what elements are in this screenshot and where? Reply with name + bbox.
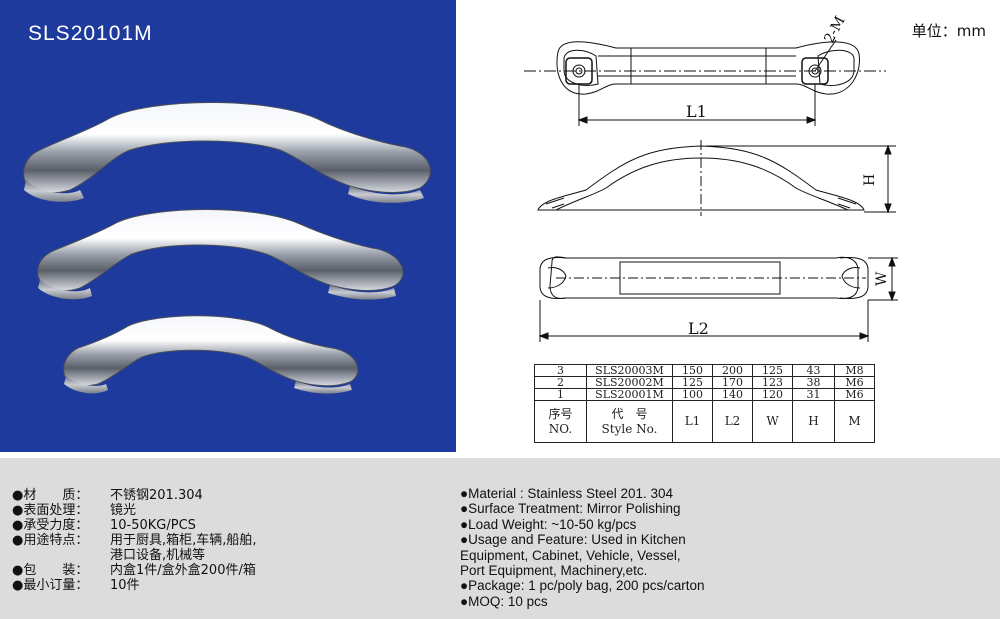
info-cn-value: 港口设备,机械等 bbox=[110, 548, 206, 563]
info-en-line: ●Surface Treatment: Mirror Polishing bbox=[460, 501, 681, 517]
info-cn-row: ●材 质： 不锈钢201.304 bbox=[12, 488, 257, 503]
table-cell: 123 bbox=[752, 376, 793, 389]
header-l1: L1 bbox=[672, 400, 713, 443]
table-cell: SLS20003M bbox=[586, 364, 673, 377]
table-cell: 3 bbox=[534, 364, 587, 377]
info-en-line: ●Material : Stainless Steel 201. 304 bbox=[460, 486, 674, 501]
info-cn-row: ●用途特点： 用于厨具,箱柜,车辆,船舶, bbox=[12, 533, 257, 548]
table-cell: 31 bbox=[792, 388, 835, 401]
info-cn-key: ●用途特点： bbox=[12, 533, 89, 548]
header-style-cn: 代 号 bbox=[611, 406, 648, 421]
info-cn-value: 镜光 bbox=[110, 503, 137, 518]
table-cell: 38 bbox=[792, 376, 835, 389]
header-l2: L2 bbox=[712, 400, 753, 443]
info-cn-value: 内盒1件/盒外盒200件/箱 bbox=[110, 563, 256, 578]
info-cn-key: ●最小订量： bbox=[12, 578, 89, 593]
info-cn-key: ●包 装： bbox=[12, 563, 89, 578]
info-cn-row: 港口设备,机械等 bbox=[12, 548, 257, 563]
technical-drawing-panel: 单位：mm bbox=[456, 0, 1000, 452]
top-view-drawing bbox=[524, 39, 886, 126]
header-m: M bbox=[834, 400, 875, 443]
bottom-view-drawing bbox=[538, 256, 898, 342]
info-en-line: Port Equipment, Machinery,etc. bbox=[460, 563, 648, 579]
product-info-panel: ●材 质： 不锈钢201.304 ●表面处理： 镜光 ●承受力度： 10-50KG/P… bbox=[0, 458, 1000, 619]
info-cn-key bbox=[12, 548, 110, 563]
info-en-line: Equipment, Cabinet, Vehicle, Vessel, bbox=[460, 547, 681, 563]
header-w: W bbox=[752, 400, 793, 443]
table-row: 2 SLS20002M 125 170 123 38 M6 bbox=[534, 376, 875, 389]
table-row: 1 SLS20001M 100 140 120 31 M6 bbox=[534, 388, 875, 401]
info-cn-row: ●表面处理： 镜光 bbox=[12, 503, 257, 518]
info-cn-row: ●承受力度： 10-50KG/PCS bbox=[12, 518, 257, 533]
handle-small bbox=[63, 315, 359, 394]
info-en-line: ●Load Weight: ~10-50 kg/pcs bbox=[460, 516, 637, 532]
model-code-title: SLS20101M bbox=[28, 22, 153, 45]
thread-label: 2-M bbox=[821, 14, 848, 46]
header-h: H bbox=[792, 400, 835, 443]
header-index-cn: 序号 bbox=[548, 406, 573, 421]
info-cn-value: 不锈钢201.304 bbox=[110, 488, 203, 503]
table-cell: 120 bbox=[752, 388, 793, 401]
table-cell: 140 bbox=[712, 388, 753, 401]
table-cell: 125 bbox=[752, 364, 793, 377]
info-en-line: ●MOQ: 10 pcs bbox=[460, 593, 548, 609]
table-cell: SLS20002M bbox=[586, 376, 673, 389]
table-cell: 150 bbox=[672, 364, 713, 377]
table-cell: M8 bbox=[834, 364, 875, 377]
info-cn-key: ●承受力度： bbox=[12, 518, 89, 533]
table-cell: 43 bbox=[792, 364, 835, 377]
handle-medium bbox=[37, 209, 404, 300]
info-cn-row: ●最小订量： 10件 bbox=[12, 578, 257, 593]
info-cn-value: 用于厨具,箱柜,车辆,船舶, bbox=[110, 533, 257, 548]
table-cell: 200 bbox=[712, 364, 753, 377]
side-view-drawing bbox=[537, 140, 896, 216]
header-style-en: Style No. bbox=[601, 421, 658, 436]
info-cn-value: 10-50KG/PCS bbox=[110, 518, 196, 533]
table-cell: M6 bbox=[834, 376, 875, 389]
table-row: 3 SLS20003M 150 200 125 43 M8 bbox=[534, 364, 875, 377]
dim-h-label: H bbox=[862, 174, 878, 186]
handles-photo bbox=[23, 102, 431, 394]
spec-table: 3 SLS20003M 150 200 125 43 M8 2 SLS20002… bbox=[534, 364, 875, 443]
info-cn-key: ●材 质： bbox=[12, 488, 89, 503]
info-cn-row: ●包 装： 内盒1件/盒外盒200件/箱 bbox=[12, 563, 257, 578]
unit-label: 单位：mm bbox=[911, 22, 986, 40]
table-cell: 100 bbox=[672, 388, 713, 401]
header-index-en: NO. bbox=[548, 421, 573, 436]
table-cell: 2 bbox=[534, 376, 587, 389]
technical-drawing: 2-M L1 H L2 W bbox=[524, 14, 898, 342]
info-english: ●Material : Stainless Steel 201. 304 ●Su… bbox=[460, 486, 705, 609]
table-cell: 125 bbox=[672, 376, 713, 389]
info-cn-value: 10件 bbox=[110, 578, 140, 593]
handle-large bbox=[23, 102, 431, 203]
info-en-line: ●Usage and Feature: Used in Kitchen bbox=[460, 532, 686, 548]
table-cell: M6 bbox=[834, 388, 875, 401]
info-chinese: ●材 质： 不锈钢201.304 ●表面处理： 镜光 ●承受力度： 10-50KG/P… bbox=[12, 488, 257, 593]
table-cell: SLS20001M bbox=[586, 388, 673, 401]
dim-l1-label: L1 bbox=[686, 102, 707, 121]
table-cell: 1 bbox=[534, 388, 587, 401]
dim-l2-label: L2 bbox=[688, 319, 709, 338]
dim-w-label: W bbox=[874, 271, 890, 286]
info-en-line: ●Package: 1 pc/poly bag, 200 pcs/carton bbox=[460, 578, 705, 594]
table-cell: 170 bbox=[712, 376, 753, 389]
info-cn-key: ●表面处理： bbox=[12, 503, 89, 518]
product-photo-panel: SLS20101M bbox=[0, 0, 456, 452]
